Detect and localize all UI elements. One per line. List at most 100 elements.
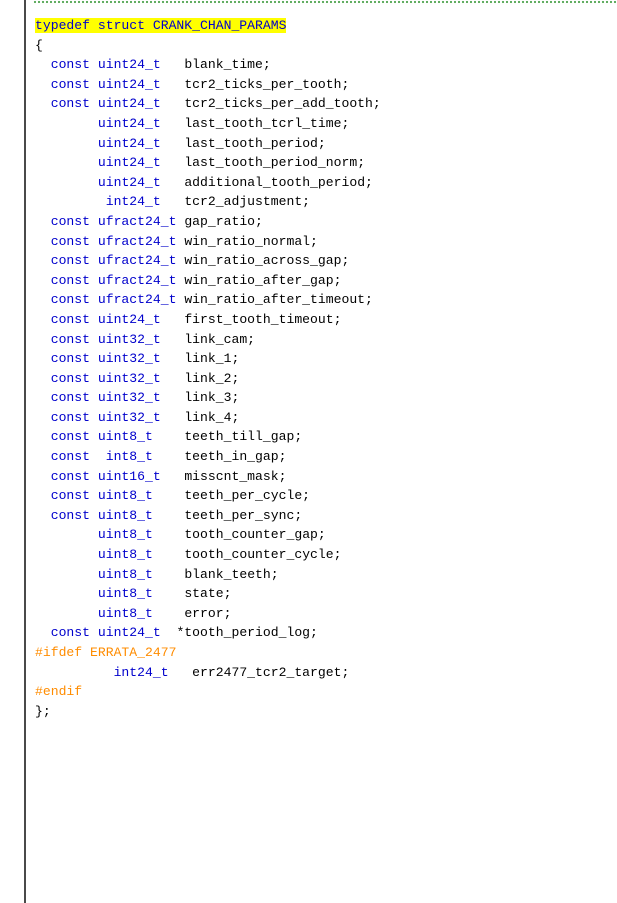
- indent: [35, 508, 51, 523]
- spacing: [161, 390, 185, 405]
- field-type: uint8_t: [97, 527, 153, 543]
- field-name: win_ratio_normal;: [184, 233, 318, 249]
- field-name: blank_time;: [184, 57, 271, 73]
- code-line[interactable]: {: [35, 36, 381, 56]
- spacing: [161, 116, 185, 131]
- code-line[interactable]: const uint32_t link_3;: [35, 388, 381, 408]
- field-name: link_2;: [184, 370, 240, 386]
- indent: [35, 351, 51, 366]
- code-line[interactable]: const uint24_t first_tooth_timeout;: [35, 310, 381, 330]
- code-line[interactable]: const uint32_t link_1;: [35, 349, 381, 369]
- field-name: teeth_in_gap;: [184, 449, 287, 465]
- field-name: link_1;: [184, 351, 240, 367]
- code-line[interactable]: int24_t err2477_tcr2_target;: [35, 663, 381, 683]
- field-name: last_tooth_period_norm;: [184, 155, 366, 171]
- field-type: uint24_t: [97, 115, 161, 131]
- preprocessor-directive: #endif: [35, 684, 83, 700]
- spacing: [161, 332, 185, 347]
- field-name: additional_tooth_period;: [184, 174, 373, 190]
- spacing: [153, 567, 184, 582]
- spacing: [169, 665, 193, 680]
- field-type: const ufract24_t: [50, 272, 177, 288]
- spacing: [153, 547, 184, 562]
- brace: {: [35, 37, 43, 53]
- code-line[interactable]: #endif: [35, 682, 381, 702]
- code-line[interactable]: const uint24_t tcr2_ticks_per_tooth;: [35, 75, 381, 95]
- indent: [35, 665, 114, 680]
- code-line[interactable]: const ufract24_t win_ratio_across_gap;: [35, 251, 381, 271]
- field-name: tcr2_ticks_per_tooth;: [184, 76, 350, 92]
- spacing: [161, 136, 185, 151]
- code-line[interactable]: const ufract24_t gap_ratio;: [35, 212, 381, 232]
- code-line[interactable]: #ifdef ERRATA_2477: [35, 643, 381, 663]
- indent: [35, 371, 51, 386]
- field-name: win_ratio_after_timeout;: [184, 292, 373, 308]
- field-type: const uint32_t: [50, 351, 161, 367]
- indent: [35, 77, 51, 92]
- field-name: error;: [184, 605, 232, 621]
- field-name: link_3;: [184, 390, 240, 406]
- code-area[interactable]: typedef struct CRANK_CHAN_PARAMS{ const …: [35, 16, 381, 721]
- field-type: int24_t: [113, 664, 169, 680]
- field-name: *tooth_period_log;: [176, 625, 318, 641]
- code-line[interactable]: uint24_t last_tooth_tcrl_time;: [35, 114, 381, 134]
- code-line[interactable]: const int8_t teeth_in_gap;: [35, 447, 381, 467]
- spacing: [161, 351, 185, 366]
- indent: [35, 234, 51, 249]
- field-name: win_ratio_across_gap;: [184, 253, 350, 269]
- spacing: [161, 625, 177, 640]
- spacing: [161, 175, 185, 190]
- code-line[interactable]: typedef struct CRANK_CHAN_PARAMS: [35, 16, 381, 36]
- code-line[interactable]: uint24_t last_tooth_period;: [35, 134, 381, 154]
- indent: [35, 527, 98, 542]
- indent: [35, 292, 51, 307]
- code-line[interactable]: const uint32_t link_cam;: [35, 330, 381, 350]
- field-type: uint8_t: [97, 605, 153, 621]
- code-line[interactable]: uint8_t state;: [35, 584, 381, 604]
- field-type: const int8_t: [50, 449, 153, 465]
- code-line[interactable]: const uint8_t teeth_till_gap;: [35, 427, 381, 447]
- indent: [35, 606, 98, 621]
- code-line[interactable]: const uint8_t teeth_per_sync;: [35, 506, 381, 526]
- field-type: const uint8_t: [50, 507, 153, 523]
- field-name: win_ratio_after_gap;: [184, 272, 342, 288]
- code-line[interactable]: const ufract24_t win_ratio_normal;: [35, 232, 381, 252]
- code-line[interactable]: int24_t tcr2_adjustment;: [35, 192, 381, 212]
- field-type: const ufract24_t: [50, 292, 177, 308]
- editor-left-border: [24, 0, 26, 903]
- code-line[interactable]: uint8_t tooth_counter_gap;: [35, 525, 381, 545]
- indent: [35, 410, 51, 425]
- code-line[interactable]: uint8_t error;: [35, 604, 381, 624]
- spacing: [153, 488, 184, 503]
- code-line[interactable]: uint24_t additional_tooth_period;: [35, 173, 381, 193]
- code-line[interactable]: const uint24_t blank_time;: [35, 55, 381, 75]
- code-line[interactable]: const uint24_t *tooth_period_log;: [35, 623, 381, 643]
- code-line[interactable]: const uint32_t link_4;: [35, 408, 381, 428]
- code-line[interactable]: const ufract24_t win_ratio_after_gap;: [35, 271, 381, 291]
- spacing: [161, 410, 185, 425]
- indent: [35, 429, 51, 444]
- field-type: const uint24_t: [50, 96, 161, 112]
- code-line[interactable]: const uint24_t tcr2_ticks_per_add_tooth;: [35, 94, 381, 114]
- code-line[interactable]: const uint16_t misscnt_mask;: [35, 467, 381, 487]
- code-line[interactable]: const uint32_t link_2;: [35, 369, 381, 389]
- field-type: uint24_t: [97, 155, 161, 171]
- field-type: const uint8_t: [50, 429, 153, 445]
- code-line[interactable]: const uint8_t teeth_per_cycle;: [35, 486, 381, 506]
- code-line[interactable]: };: [35, 702, 381, 722]
- field-type: uint8_t: [97, 586, 153, 602]
- spacing: [153, 586, 184, 601]
- code-line[interactable]: uint8_t tooth_counter_cycle;: [35, 545, 381, 565]
- code-line[interactable]: uint24_t last_tooth_period_norm;: [35, 153, 381, 173]
- spacing: [161, 469, 185, 484]
- preprocessor-directive: #ifdef ERRATA_2477: [35, 645, 177, 660]
- spacing: [161, 194, 185, 209]
- code-line[interactable]: uint8_t blank_teeth;: [35, 565, 381, 585]
- field-name: state;: [184, 586, 232, 602]
- indent: [35, 253, 51, 268]
- spacing: [153, 429, 184, 444]
- field-name: link_4;: [184, 409, 240, 425]
- code-line[interactable]: const ufract24_t win_ratio_after_timeout…: [35, 290, 381, 310]
- indent: [35, 312, 51, 327]
